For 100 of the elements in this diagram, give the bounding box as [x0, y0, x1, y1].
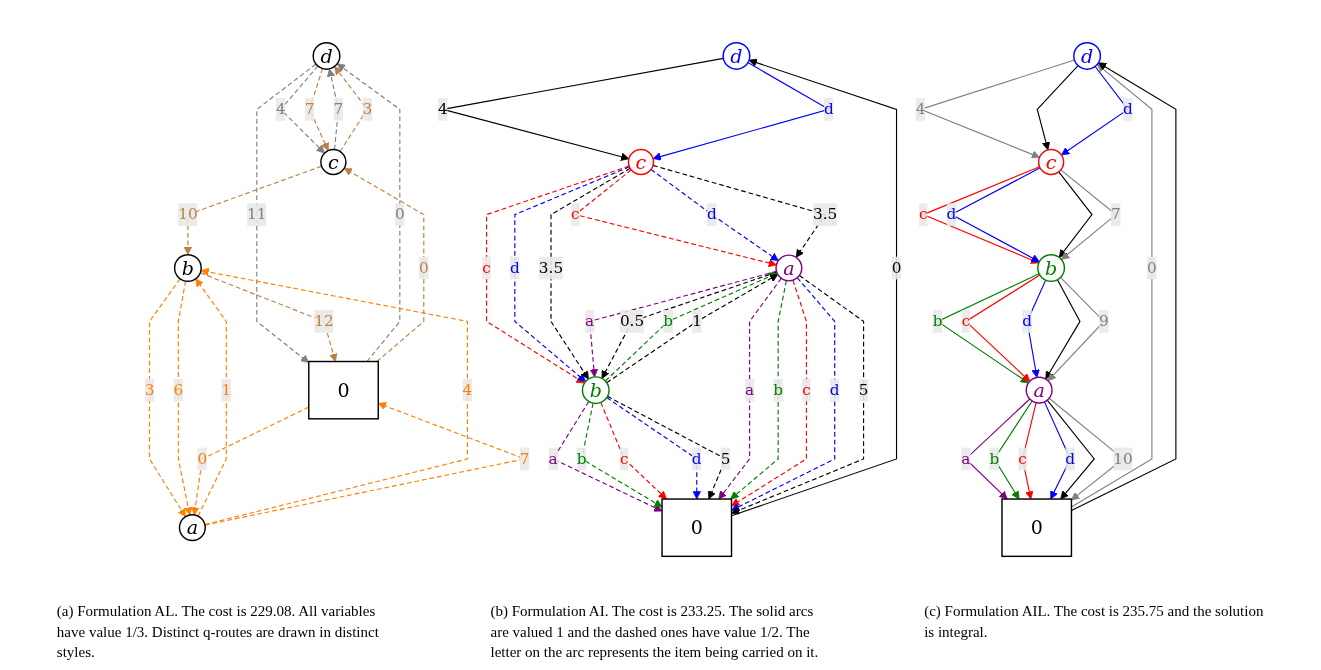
edge-label: 0 — [891, 258, 902, 277]
node-box: 0 — [308, 360, 380, 420]
arrow — [1045, 278, 1081, 380]
arrow — [149, 277, 187, 517]
arrow — [650, 168, 779, 261]
edge-label: 4 — [915, 99, 926, 118]
node-box: 0 — [1001, 497, 1073, 557]
edge-label: 1 — [692, 311, 703, 330]
edge-label: d — [830, 380, 840, 399]
figure-caption: (c) Formulation AIL. The cost is 235.75 and the solution is integral. — [924, 602, 1265, 642]
edge-label: 10 — [1113, 449, 1134, 468]
edge-label: c — [571, 204, 580, 223]
node-circle: c — [627, 148, 655, 175]
edge-label: 5 — [721, 449, 731, 468]
arrow — [731, 58, 898, 516]
figure-caption: (b) Formulation AI. The cost is 233.25. The solid arcs are valued 1 and the dashed ones have value 1/2. The letter on the arc represents the item being carried on it. — [490, 602, 820, 662]
edge-label: c — [1018, 449, 1028, 468]
edge-label: 9 — [1099, 311, 1110, 330]
edge-label: c — [620, 449, 629, 468]
node-circle: a — [1025, 376, 1053, 404]
arrow — [1046, 399, 1096, 500]
arrow — [1058, 170, 1093, 258]
edge-label: d — [707, 204, 718, 223]
arrow — [344, 167, 425, 362]
edge-label: d — [1123, 99, 1134, 118]
arrow — [1026, 279, 1047, 378]
arrow — [191, 406, 310, 515]
edge-label: b — [577, 449, 587, 468]
arrow — [550, 167, 631, 380]
arrow — [731, 279, 808, 506]
edge-label: b — [773, 380, 784, 399]
edge-label: c — [802, 380, 811, 399]
edge-label: 4 — [462, 380, 473, 399]
arrow — [183, 165, 323, 255]
edge-label: b — [932, 311, 943, 330]
arrow — [730, 279, 788, 500]
edge-label: 3.5 — [539, 258, 564, 277]
edge-label: d — [692, 449, 702, 468]
edge-label: 0 — [395, 204, 405, 223]
edge-label: a — [961, 449, 971, 468]
figure-caption: (a) Formulation AL. The cost is 229.08. All variables have value 1/3. Distinct q-routes are drawn in distinct styles. — [56, 602, 380, 662]
node-circle: b — [174, 253, 203, 282]
arrow — [200, 267, 469, 525]
edge-label: 1 — [221, 380, 232, 399]
arrow — [486, 165, 630, 384]
node-circle: a — [775, 254, 803, 282]
edge-label: d — [1022, 311, 1033, 330]
node-circle: b — [582, 375, 610, 404]
edge-label: a — [548, 449, 558, 468]
edge-label: 10 — [178, 204, 198, 223]
node-circle: c — [1038, 148, 1065, 175]
arrow — [1036, 64, 1079, 150]
arrow — [514, 165, 631, 382]
edge-label: 4 — [276, 99, 286, 118]
edge-label: c — [919, 204, 928, 223]
arrow — [1071, 63, 1153, 508]
edge-label: 7 — [333, 99, 344, 118]
edge-label: b — [663, 311, 674, 330]
edge-label: 7 — [519, 449, 530, 468]
edge-label: a — [745, 380, 755, 399]
edge-label: 0.5 — [620, 311, 645, 330]
node-circle: a — [179, 513, 207, 541]
arrow — [199, 271, 338, 362]
arrow — [718, 277, 783, 500]
arrow — [731, 276, 836, 511]
edge-label: 0 — [1147, 258, 1158, 277]
edge-label: 6 — [173, 380, 184, 399]
edge-label: a — [585, 311, 595, 330]
arrow — [921, 165, 1041, 264]
edge-label: 7 — [304, 99, 315, 118]
edge-label: d — [824, 99, 834, 118]
arrow — [327, 68, 340, 150]
arrow — [1071, 62, 1177, 511]
edge-label: 3 — [362, 99, 373, 118]
arrow — [731, 274, 865, 514]
arrow — [1022, 401, 1037, 500]
edge-label: 5 — [858, 380, 869, 399]
arrow — [178, 280, 193, 516]
edge-label: 0 — [197, 449, 208, 468]
edge-label: 11 — [247, 204, 267, 223]
arrow — [606, 396, 702, 500]
edge-label: 12 — [314, 311, 334, 330]
edge-label: 0 — [419, 258, 429, 277]
node-box: 0 — [661, 497, 733, 557]
edge-label: c — [961, 311, 971, 330]
arrow — [581, 402, 663, 507]
node-circle: b — [1037, 253, 1066, 282]
edge-label: 7 — [1111, 204, 1122, 223]
edge-label: b — [989, 449, 1000, 468]
edge-label: d — [1065, 449, 1076, 468]
edge-label: 3 — [144, 380, 155, 399]
arrow — [337, 63, 401, 362]
edge-label: c — [482, 258, 492, 277]
node-circle: c — [320, 148, 347, 175]
arrow — [256, 63, 317, 363]
edge-label: d — [510, 258, 520, 277]
node-circle: d — [1073, 41, 1102, 70]
edge-label: 3.5 — [813, 204, 838, 223]
node-circle: d — [722, 41, 751, 70]
arrow — [195, 278, 228, 517]
